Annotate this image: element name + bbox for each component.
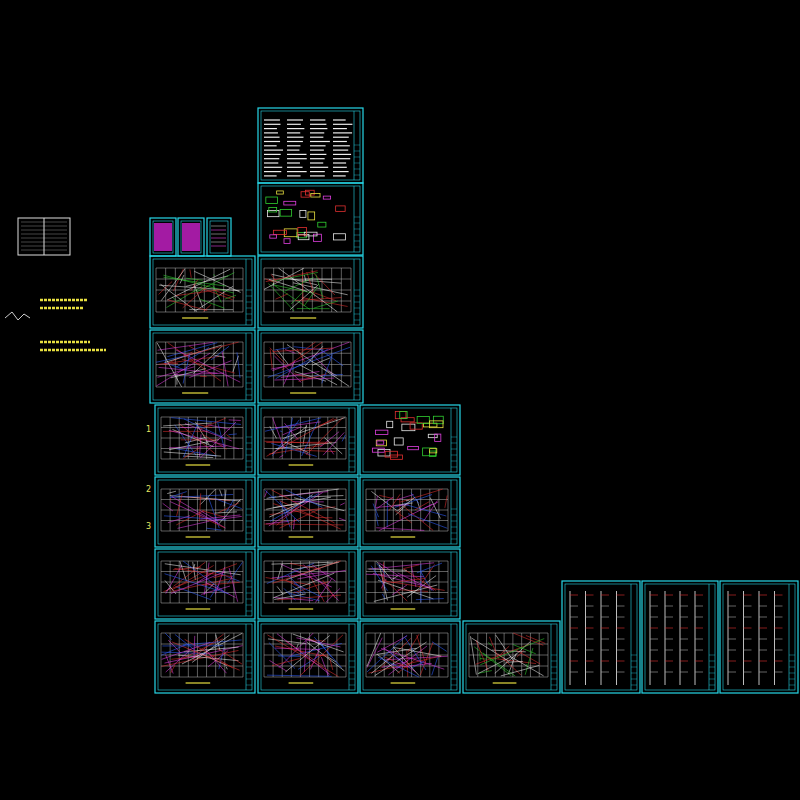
- drawing-sheet: [258, 477, 358, 547]
- drawing-sheet: [360, 621, 460, 693]
- drawing-sheet: [155, 621, 255, 693]
- drawing-sheet: [258, 256, 363, 328]
- drawing-sheet: [642, 581, 718, 693]
- note-strokes: [40, 307, 84, 310]
- drawing-sheet: [258, 549, 358, 619]
- drawing-sheet: [155, 405, 255, 475]
- note-strokes: [40, 299, 88, 302]
- drawing-sheet: [258, 108, 363, 183]
- row-label: 1: [146, 426, 151, 434]
- drawing-sheet: [720, 581, 798, 693]
- drawing-sheet: [150, 218, 176, 256]
- drawing-sheet: [258, 621, 358, 693]
- note-strokes: [40, 341, 90, 344]
- drawing-sheet: [258, 330, 363, 403]
- drawing-sheet: [150, 256, 255, 328]
- drawing-sheet: [178, 218, 204, 256]
- drawing-sheet: [155, 477, 255, 547]
- note-strokes: [40, 349, 106, 352]
- drawing-sheet: [155, 549, 255, 619]
- drawing-sheet: [258, 405, 358, 475]
- drawing-sheet: [18, 218, 70, 255]
- drawing-sheet: [562, 581, 640, 693]
- drawing-sheet: [463, 621, 560, 693]
- drawing-sheet: [258, 183, 363, 255]
- drawing-sheet: [360, 405, 460, 475]
- symbol: [5, 312, 30, 320]
- row-label: 3: [146, 523, 151, 531]
- drawing-sheet: [360, 549, 460, 619]
- drawing-sheet: [360, 477, 460, 547]
- drawing-sheet: [150, 330, 255, 403]
- drawing-sheet: [207, 218, 231, 256]
- row-label: 2: [146, 486, 151, 494]
